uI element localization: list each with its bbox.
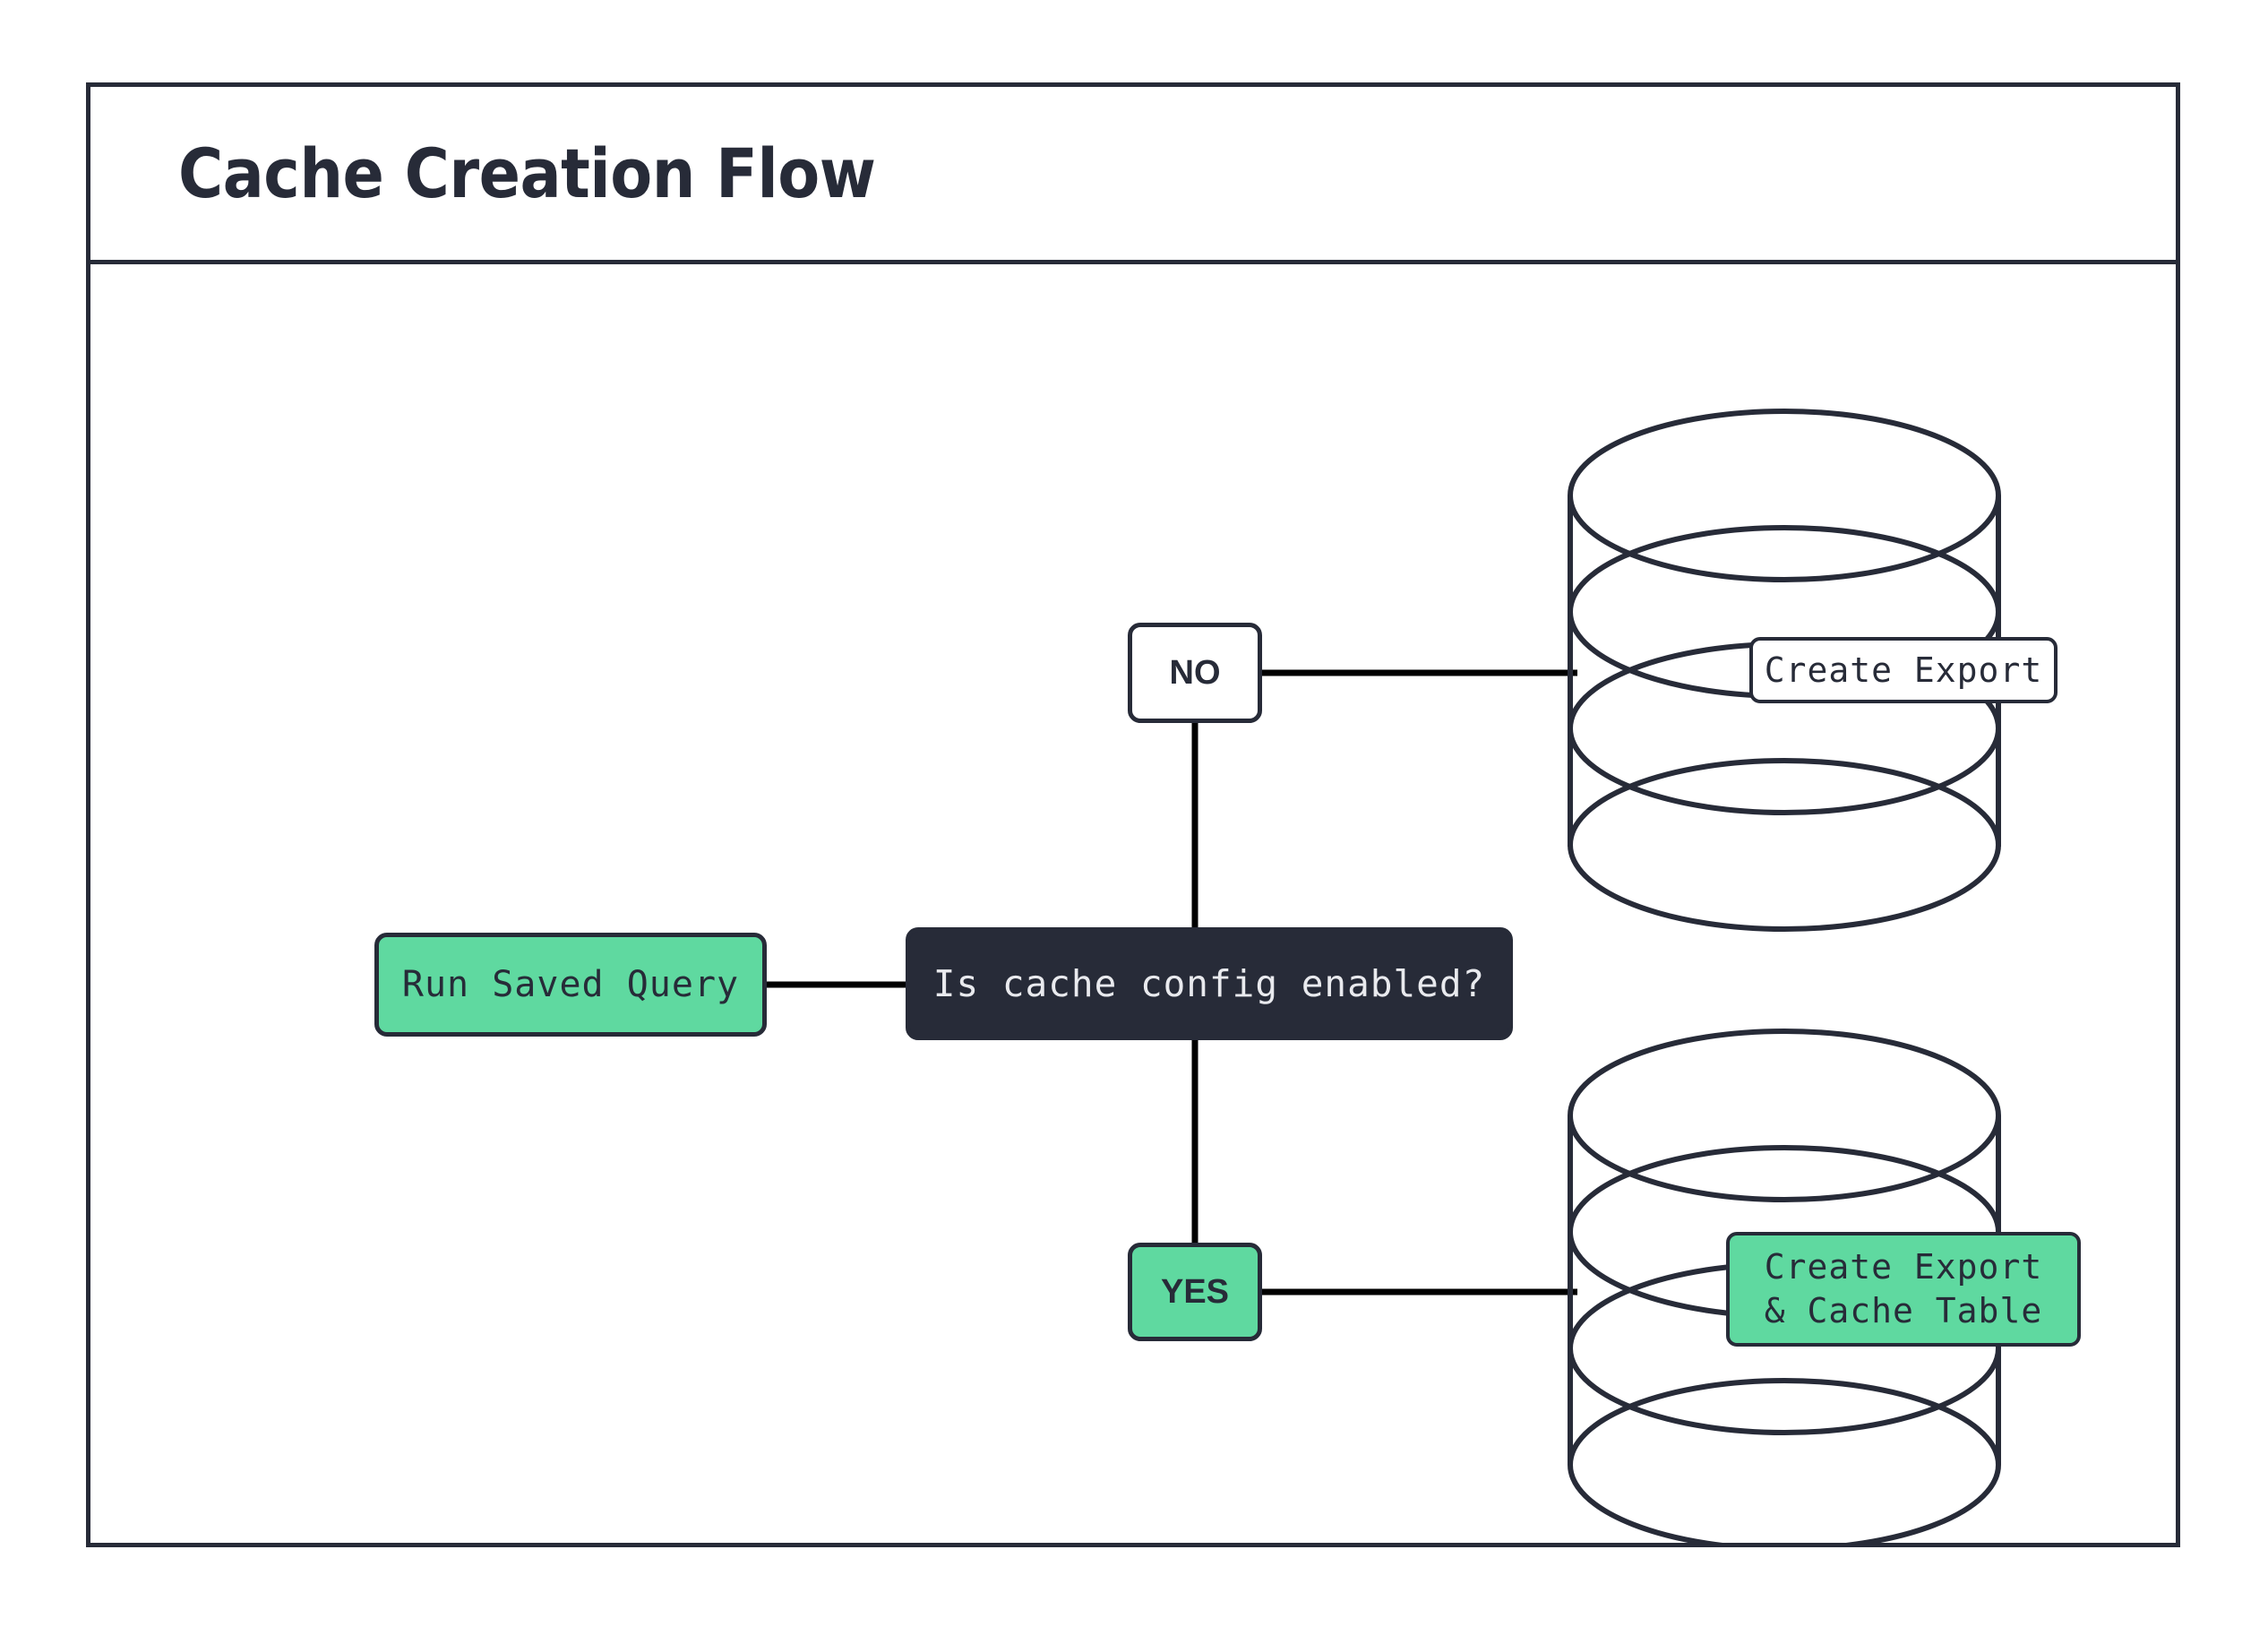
cylinder-top-disc-1 xyxy=(1568,409,2001,582)
database-bottom-label-create-export-cache-table[interactable]: Create Export & Cache Table xyxy=(1726,1232,2081,1347)
database-cylinder-top xyxy=(1568,409,2001,932)
node-run-saved-query[interactable]: Run Saved Query xyxy=(374,933,767,1037)
cylinder-top-disc-4 xyxy=(1568,758,2001,932)
flowchart-canvas: Run Saved Query Is cache config enabled?… xyxy=(90,264,2176,1543)
branch-label-no[interactable]: NO xyxy=(1128,623,1262,723)
diagram-title: Cache Creation Flow xyxy=(178,133,876,213)
branch-label-yes[interactable]: YES xyxy=(1128,1243,1262,1341)
diagram-title-bar: Cache Creation Flow xyxy=(90,87,2176,264)
node-decision-cache-config[interactable]: Is cache config enabled? xyxy=(906,927,1513,1040)
diagram-frame: Cache Creation Flow xyxy=(86,82,2180,1547)
database-top-label-create-export[interactable]: Create Export xyxy=(1749,637,2058,703)
cylinder-bottom-disc-4 xyxy=(1568,1378,2001,1543)
flowchart-vector-layer xyxy=(767,409,2001,1543)
connector-group xyxy=(767,669,1577,1296)
cylinder-bottom-disc-1 xyxy=(1568,1029,2001,1202)
